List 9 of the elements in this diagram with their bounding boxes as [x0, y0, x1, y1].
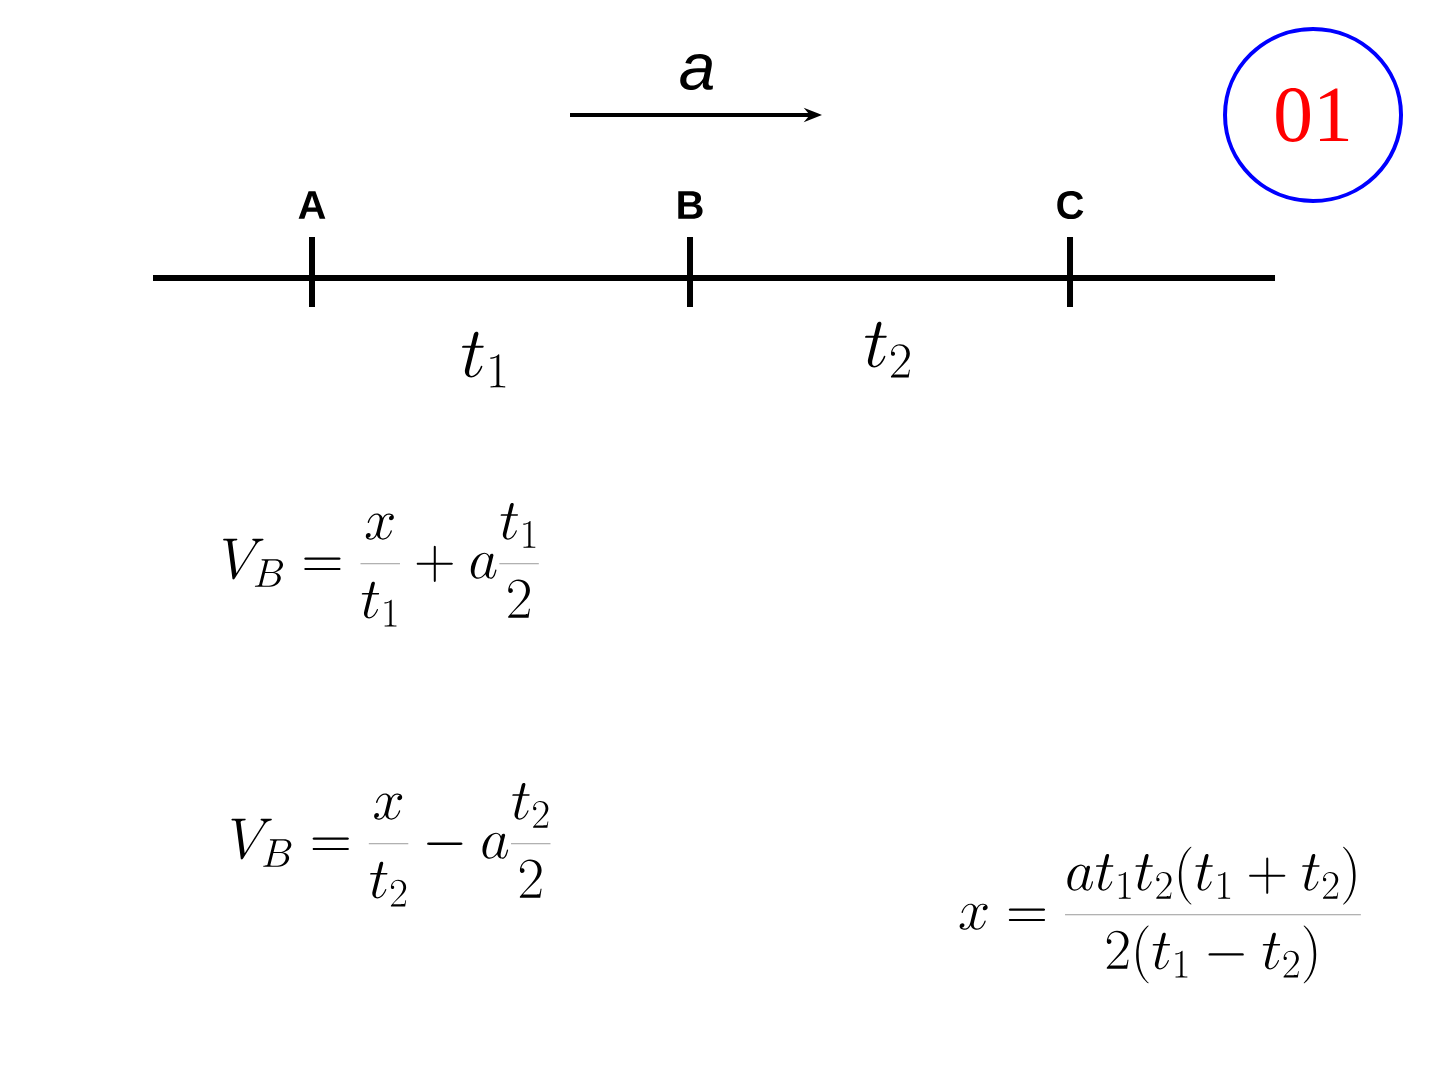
direction-label: a: [680, 54, 714, 90]
interval-label: $t_1$: [462, 331, 506, 388]
interval-label: $t_2$: [865, 321, 910, 378]
point-label: A: [298, 191, 326, 219]
formula: $x = \frac{a t_1 t_2 (t_1 + t_2)}{2(t_1 - t_2)}$: [959, 846, 1361, 984]
point-label: C: [1057, 190, 1084, 220]
point-label: B: [678, 191, 703, 219]
formula: $V_B = \frac{x}{t_1} + a\frac{t_1}{2}$: [223, 502, 539, 627]
formula: $V_B = \frac{x}{t_2} - a\frac{t_2}{2}$: [231, 782, 551, 907]
